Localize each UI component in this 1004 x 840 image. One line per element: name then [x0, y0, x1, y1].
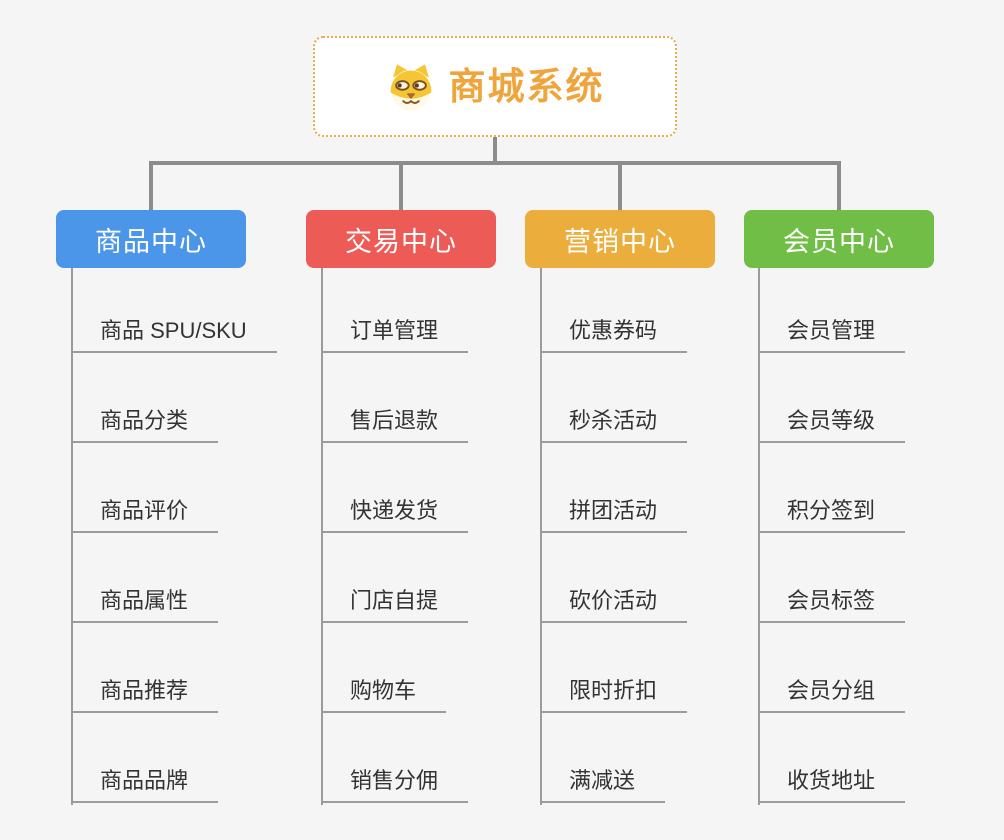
connector-root-stem — [493, 137, 497, 163]
connector-trunk — [71, 268, 73, 805]
leaf-node[interactable]: 限时折扣 — [540, 677, 688, 713]
leaf-node[interactable]: 商品属性 — [71, 587, 219, 623]
leaf-node[interactable]: 售后退款 — [321, 407, 469, 443]
branch-node-member-center[interactable]: 会员中心 — [744, 210, 934, 268]
leaf-node[interactable]: 会员管理 — [758, 317, 906, 353]
connector-trunk — [321, 268, 323, 805]
leaf-node[interactable]: 会员标签 — [758, 587, 906, 623]
branch-node-marketing-center[interactable]: 营销中心 — [525, 210, 715, 268]
leaf-node[interactable]: 门店自提 — [321, 587, 469, 623]
leaf-node[interactable]: 积分签到 — [758, 497, 906, 533]
leaf-node[interactable]: 商品 SPU/SKU — [71, 317, 277, 353]
connector-bus — [149, 161, 841, 165]
connector-drop — [618, 161, 622, 211]
root-node[interactable]: 商城系统 — [313, 36, 677, 137]
leaf-node[interactable]: 快递发货 — [321, 497, 469, 533]
connector-trunk — [540, 268, 542, 805]
leaf-node[interactable]: 购物车 — [321, 677, 447, 713]
leaf-node[interactable]: 会员等级 — [758, 407, 906, 443]
leaf-node[interactable]: 拼团活动 — [540, 497, 688, 533]
root-title: 商城系统 — [448, 66, 605, 107]
leaf-node[interactable]: 商品评价 — [71, 497, 219, 533]
connector-drop — [837, 161, 841, 211]
leaf-node[interactable]: 商品推荐 — [71, 677, 219, 713]
branch-node-product-center[interactable]: 商品中心 — [56, 210, 246, 268]
connector-drop — [399, 161, 403, 211]
leaf-node[interactable]: 商品品牌 — [71, 767, 219, 803]
leaf-node[interactable]: 砍价活动 — [540, 587, 688, 623]
leaf-node[interactable]: 销售分佣 — [321, 767, 469, 803]
leaf-node[interactable]: 商品分类 — [71, 407, 219, 443]
branch-node-trade-center[interactable]: 交易中心 — [306, 210, 496, 268]
connector-drop — [149, 161, 153, 211]
leaf-node[interactable]: 秒杀活动 — [540, 407, 688, 443]
leaf-node[interactable]: 优惠券码 — [540, 317, 688, 353]
leaf-node[interactable]: 订单管理 — [321, 317, 469, 353]
leaf-node[interactable]: 收货地址 — [758, 767, 906, 803]
connector-trunk — [758, 268, 760, 805]
dog-face-icon — [390, 63, 431, 110]
leaf-node[interactable]: 满减送 — [540, 767, 666, 803]
leaf-node[interactable]: 会员分组 — [758, 677, 906, 713]
